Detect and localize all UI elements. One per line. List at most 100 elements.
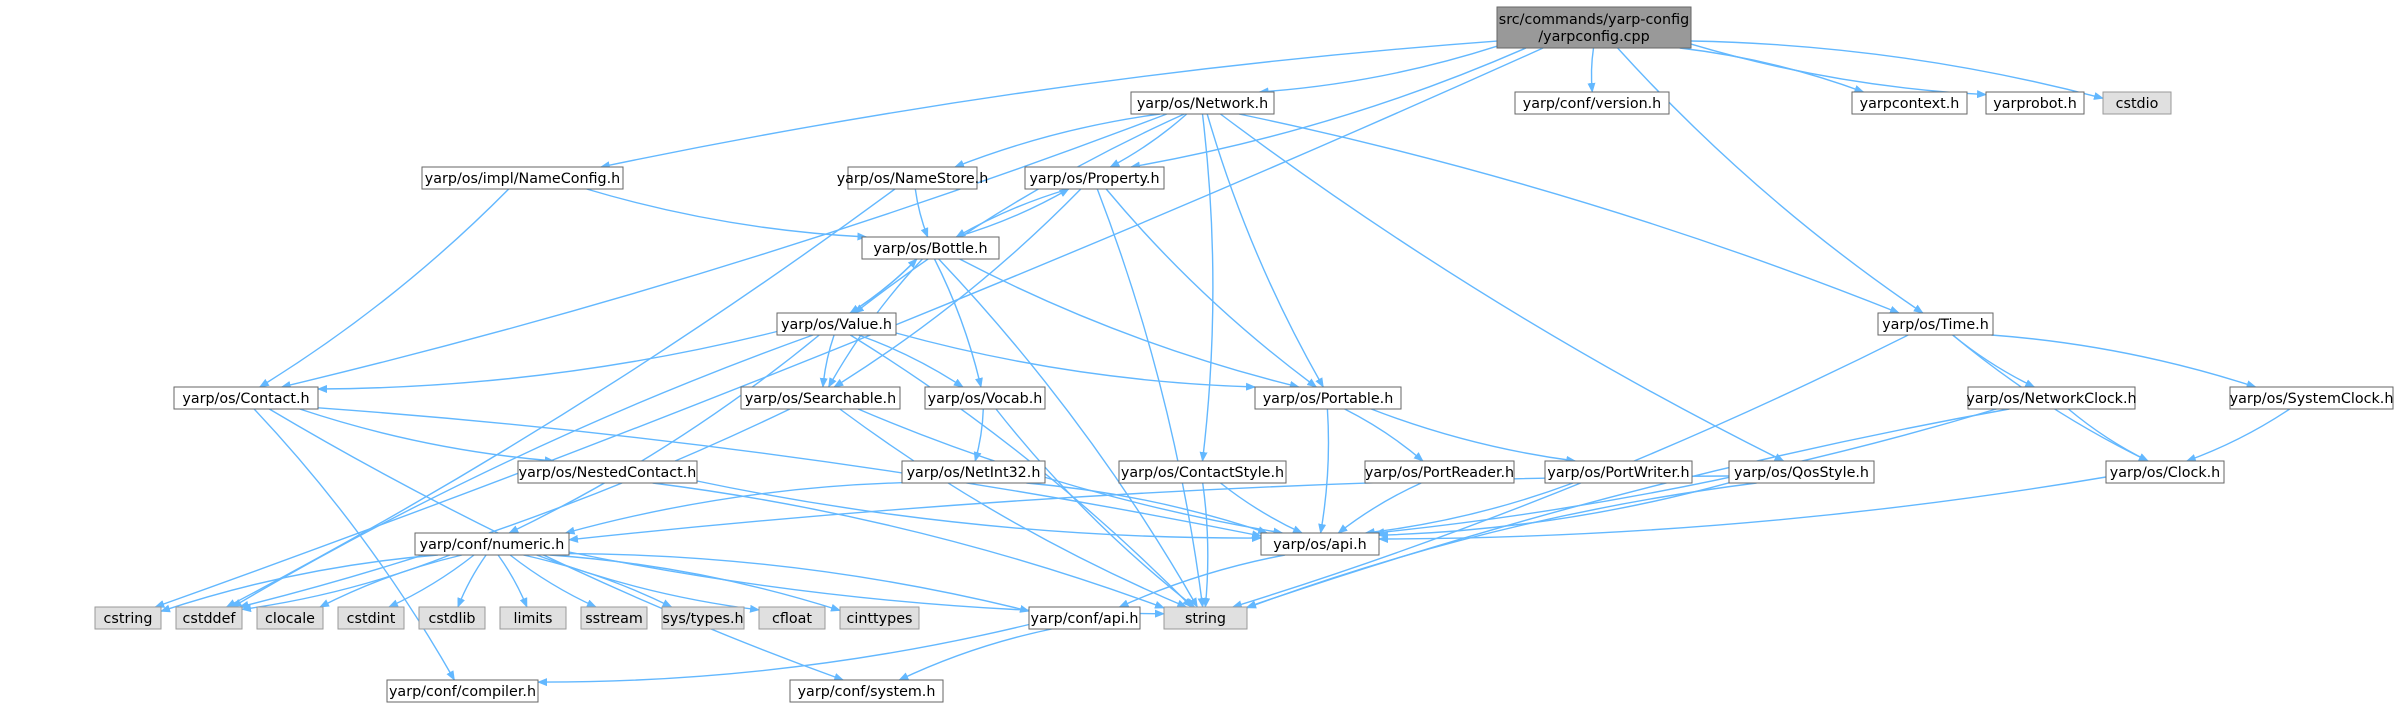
edge-nameconfig-to-contact <box>258 188 510 388</box>
node-numeric[interactable]: yarp/conf/numeric.h <box>414 532 570 556</box>
node-cstddef: cstddef <box>175 606 243 630</box>
node-label: yarp/os/PortReader.h <box>1365 465 1514 481</box>
node-netint32[interactable]: yarp/os/NetInt32.h <box>901 460 1046 484</box>
edge-property-to-bottle <box>955 188 1069 238</box>
node-networkclock[interactable]: yarp/os/NetworkClock.h <box>1966 386 2137 410</box>
node-label: limits <box>514 611 553 627</box>
node-root: src/commands/yarp-config/yarpconfig.cpp <box>1496 6 1692 49</box>
node-box <box>256 606 324 630</box>
node-system[interactable]: yarp/conf/system.h <box>789 679 944 703</box>
edge-networkclock-to-clock <box>2067 408 2149 462</box>
node-vocab[interactable]: yarp/os/Vocab.h <box>924 386 1046 410</box>
node-label: yarp/os/QosStyle.h <box>1734 465 1869 481</box>
node-time[interactable]: yarp/os/Time.h <box>1877 312 1994 336</box>
edge-path <box>1374 408 1997 537</box>
node-label: yarp/conf/api.h <box>1031 611 1139 627</box>
node-compiler[interactable]: yarp/conf/compiler.h <box>386 679 539 703</box>
edge-path <box>319 554 463 608</box>
node-yarpcontext[interactable]: yarpcontext.h <box>1851 91 1968 115</box>
node-osapi[interactable]: yarp/os/api.h <box>1260 532 1380 556</box>
node-confversion[interactable]: yarp/conf/version.h <box>1514 91 1670 115</box>
node-box <box>386 679 539 703</box>
edge-value-to-numeric <box>508 334 820 534</box>
node-box <box>839 606 920 630</box>
edge-path <box>568 551 1165 618</box>
node-nestedcontact[interactable]: yarp/os/NestedContact.h <box>517 460 698 484</box>
node-box <box>789 679 944 703</box>
edge-searchable-to-osapi <box>857 408 1284 536</box>
node-value[interactable]: yarp/os/Value.h <box>776 312 897 336</box>
edge-numeric-to-cstdlib <box>457 554 487 608</box>
node-network[interactable]: yarp/os/Network.h <box>1130 91 1275 115</box>
edge-nestedcontact-to-string <box>652 482 1165 609</box>
edge-portable-to-osapi <box>1318 408 1330 534</box>
node-clock[interactable]: yarp/os/Clock.h <box>2105 460 2225 484</box>
edge-path <box>1370 408 1577 464</box>
edge-network-to-contact <box>280 113 1168 389</box>
edge-confapi-to-system <box>898 628 1052 681</box>
node-portwriter[interactable]: yarp/os/PortWriter.h <box>1544 460 1693 484</box>
node-portable[interactable]: yarp/os/Portable.h <box>1254 386 1402 410</box>
edge-contact-to-compiler <box>253 408 456 681</box>
node-searchable[interactable]: yarp/os/Searchable.h <box>740 386 901 410</box>
node-box <box>1260 532 1380 556</box>
node-box <box>758 606 826 630</box>
node-box <box>776 312 897 336</box>
node-box <box>924 386 1046 410</box>
edge-path <box>497 554 528 608</box>
node-box <box>1514 91 1670 115</box>
edge-path <box>858 334 964 388</box>
node-nameconfig[interactable]: yarp/os/impl/NameConfig.h <box>421 166 624 190</box>
edge-path <box>457 554 487 608</box>
edge-path <box>1220 482 1303 534</box>
node-contactstyle[interactable]: yarp/os/ContactStyle.h <box>1118 460 1287 484</box>
edge-path <box>568 475 1730 543</box>
node-label: yarp/conf/compiler.h <box>389 684 536 700</box>
edge-netint32-to-osapi <box>1026 482 1269 534</box>
node-label: yarp/os/Searchable.h <box>745 391 896 407</box>
edge-root-to-nameconfig <box>599 40 1498 170</box>
node-confapi[interactable]: yarp/conf/api.h <box>1028 606 1141 630</box>
edge-path <box>154 47 1544 608</box>
node-box <box>175 606 243 630</box>
edge-path <box>1344 408 1424 462</box>
edge-path <box>586 188 868 241</box>
node-box <box>740 386 901 410</box>
node-string: string <box>1163 606 1248 630</box>
edge-path <box>995 408 1196 608</box>
node-portreader[interactable]: yarp/os/PortReader.h <box>1364 460 1515 484</box>
edge-path <box>280 113 1168 389</box>
edge-value-to-portable <box>895 332 1256 391</box>
edge-path <box>938 258 1198 608</box>
edge-path <box>839 408 1188 608</box>
edge-path <box>253 408 456 681</box>
edge-path <box>1231 334 1909 609</box>
edge-path <box>954 113 1161 168</box>
node-label: yarp/os/ContactStyle.h <box>1121 465 1284 481</box>
node-namestore[interactable]: yarp/os/NameStore.h <box>837 166 989 190</box>
edge-portreader-to-osapi <box>1337 482 1422 534</box>
edge-contactstyle-to-osapi <box>1220 482 1303 534</box>
node-label: cstdio <box>2116 96 2159 112</box>
node-property[interactable]: yarp/os/Property.h <box>1024 166 1165 190</box>
node-contact[interactable]: yarp/os/Contact.h <box>173 386 319 410</box>
node-clocale: clocale <box>256 606 324 630</box>
edge-path <box>2185 408 2291 462</box>
node-label: string <box>1185 611 1226 627</box>
node-label: yarp/conf/numeric.h <box>420 537 565 553</box>
edge-qosstyle-to-osapi <box>1378 482 1730 539</box>
node-yarprobot[interactable]: yarprobot.h <box>1985 91 2085 115</box>
edge-root-to-cstring <box>154 47 1544 608</box>
node-label: yarp/os/Property.h <box>1029 171 1159 187</box>
node-qosstyle[interactable]: yarp/os/QosStyle.h <box>1728 460 1875 484</box>
node-box <box>1024 166 1165 190</box>
node-systemclock[interactable]: yarp/os/SystemClock.h <box>2229 386 2394 410</box>
edge-path <box>1952 334 2036 388</box>
edge-path <box>299 408 555 465</box>
edge-searchable-to-cstddef <box>238 408 791 609</box>
node-label: yarp/os/Portable.h <box>1263 391 1394 407</box>
edge-path <box>955 188 1069 238</box>
node-bottle[interactable]: yarp/os/Bottle.h <box>861 236 1000 260</box>
edge-root-to-yarprobot <box>1690 43 1987 99</box>
edge-path <box>849 258 918 314</box>
